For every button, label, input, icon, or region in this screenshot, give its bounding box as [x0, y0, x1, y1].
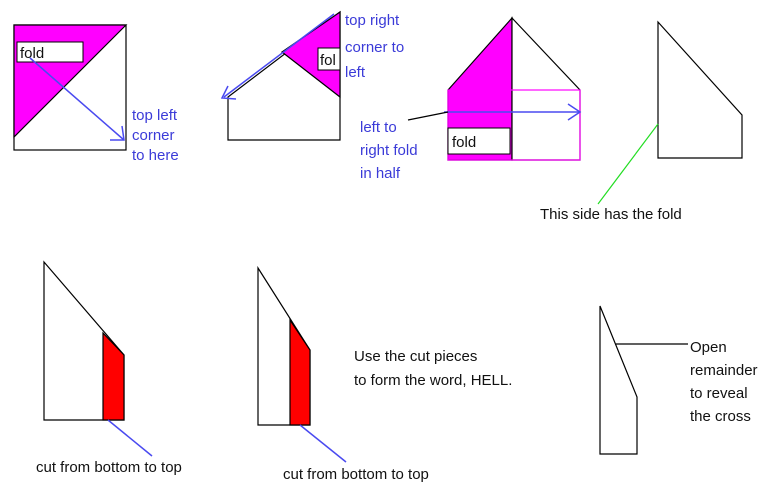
step7-caption-2: remainder	[690, 362, 758, 379]
step3-caption-1: left to	[360, 119, 397, 136]
step2-fold-label: fol	[320, 52, 336, 69]
step1-caption-1: top left	[132, 107, 178, 124]
step6-note-2: to form the word, HELL.	[354, 372, 512, 389]
step3-fold-box	[447, 127, 511, 155]
step2-caption-2: corner to	[345, 39, 404, 56]
step3-caption-2: right fold	[360, 142, 418, 159]
step3-arrowhead	[567, 103, 582, 121]
step7-figure: Open remainder to reveal the cross	[599, 305, 758, 455]
step1-fold-label: fold	[20, 45, 44, 62]
step6-caption: cut from bottom to top	[283, 466, 429, 483]
step4-caption: This side has the fold	[540, 206, 682, 223]
step6-figure: cut from bottom to top Use the cut piece…	[257, 265, 512, 483]
step7-caption-4: the cross	[690, 408, 751, 425]
step2-fold-box	[317, 47, 341, 71]
step2-figure: fol top right corner to left	[220, 10, 404, 141]
step4-figure: This side has the fold	[540, 20, 743, 223]
step4-shape	[657, 20, 743, 159]
step5-red-strip	[102, 331, 125, 421]
step2-caption-3: left	[345, 64, 366, 81]
step1-figure: fold top left corner to here	[13, 24, 179, 164]
step5-caption: cut from bottom to top	[36, 459, 182, 476]
step5-figure: cut from bottom to top	[36, 260, 182, 476]
step3-figure: fold left to right fold in half	[360, 16, 582, 182]
step6-pointer-line	[299, 424, 347, 463]
step4-pointer-line	[597, 123, 659, 205]
step2-arrow-line	[223, 13, 335, 98]
step7-shape	[599, 305, 638, 455]
step3-fold-label: fold	[452, 134, 476, 151]
step3-magenta-outline	[447, 89, 581, 161]
step1-caption-3: to here	[132, 147, 179, 164]
step7-caption-3: to reveal	[690, 385, 748, 402]
step6-red-strip	[289, 318, 311, 426]
step3-caption-3: in half	[360, 165, 401, 182]
step3-pointer-line	[407, 111, 449, 121]
step2-caption-1: top right	[345, 12, 400, 29]
step5-pointer-line	[107, 419, 153, 457]
step1-arrowhead	[110, 125, 125, 141]
step1-arrow-line	[29, 57, 125, 141]
step2-arrowhead	[220, 85, 237, 100]
step3-right-half	[511, 16, 581, 161]
step1-caption-2: corner	[132, 127, 175, 144]
step1-fold-box	[16, 41, 84, 63]
step6-note-1: Use the cut pieces	[354, 348, 477, 365]
step7-caption-1: Open	[690, 339, 727, 356]
